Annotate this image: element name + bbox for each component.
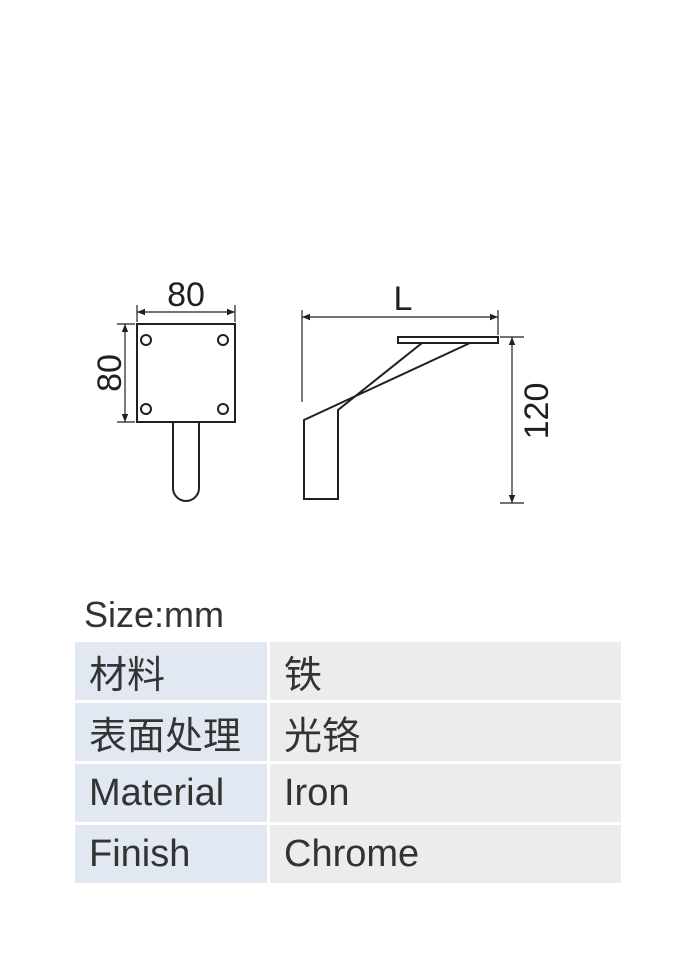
spec-key-finish: Finish (75, 823, 270, 886)
screw-hole-bottom-left (140, 403, 152, 415)
table-row: Finish Chrome (75, 823, 621, 886)
spec-key-finish-cn: 表面处理 (75, 701, 270, 764)
side-height-label: 120 (518, 383, 556, 440)
spec-key-material: Material (75, 762, 270, 825)
table-row: 材料 铁 (75, 642, 621, 703)
table-row: Material Iron (75, 762, 621, 825)
spec-value-finish-cn: 光铬 (268, 701, 621, 764)
spec-value-finish: Chrome (268, 823, 621, 886)
front-width-label: 80 (167, 276, 205, 314)
spec-table: 材料 铁 表面处理 光铬 Material Iron Finish Chrome (75, 642, 621, 886)
side-view (301, 310, 524, 504)
front-height-label: 80 (91, 354, 129, 392)
mounting-plate (136, 323, 236, 423)
screw-hole-top-left (140, 334, 152, 346)
screw-hole-bottom-right (217, 403, 229, 415)
spec-value-material-cn: 铁 (268, 642, 621, 703)
spec-value-material: Iron (268, 762, 621, 825)
front-view (117, 305, 236, 502)
size-unit-label: Size:mm (84, 594, 225, 635)
spec-key-material-cn: 材料 (75, 642, 270, 703)
leg-post (172, 422, 200, 502)
technical-drawing: 80 80 L 120 (91, 276, 556, 504)
side-length-label: L (394, 280, 413, 318)
bracket-arm (303, 342, 471, 500)
table-row: 表面处理 光铬 (75, 701, 621, 764)
screw-hole-top-right (217, 334, 229, 346)
